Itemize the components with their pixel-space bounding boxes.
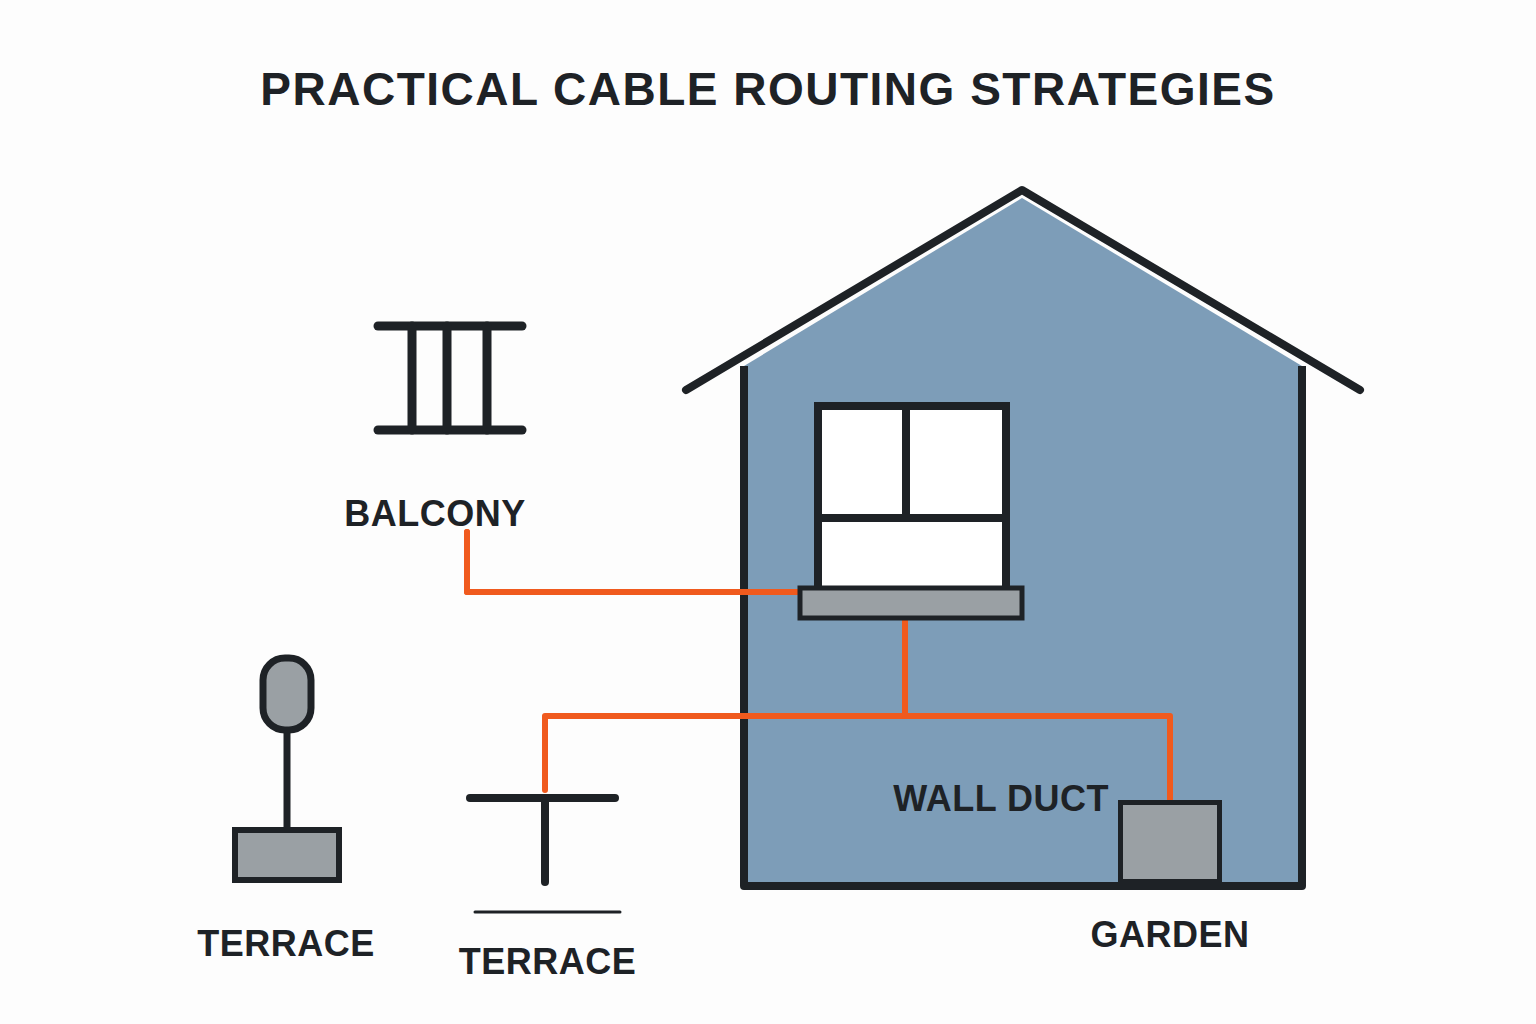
cable-route bbox=[467, 532, 905, 790]
cable-route bbox=[467, 532, 1170, 800]
location-icon: BALCONY bbox=[330, 310, 540, 532]
location-label: BALCONY bbox=[344, 496, 526, 532]
house-outline bbox=[744, 366, 1302, 886]
location-icon: TERRACE bbox=[192, 650, 380, 962]
location-label: TERRACE bbox=[197, 926, 375, 962]
location-label: TERRACE bbox=[459, 944, 637, 980]
lamp-icon bbox=[235, 658, 339, 880]
house-roof bbox=[686, 190, 1360, 390]
balcony-icon bbox=[378, 326, 522, 430]
window-bar bbox=[818, 514, 1006, 522]
window-bar bbox=[902, 406, 910, 518]
diagram-title: PRACTICAL CABLE ROUTING STRATEGIES bbox=[0, 62, 1536, 116]
location-label: WALL DUCT bbox=[893, 781, 1109, 817]
table-icon bbox=[470, 798, 620, 912]
area-label: GARDEN bbox=[1090, 917, 1249, 953]
window bbox=[818, 406, 1006, 590]
window-sill bbox=[800, 588, 1022, 618]
duct-box: WALL DUCTGARDEN bbox=[1118, 800, 1222, 884]
location-icon: TERRACE bbox=[454, 790, 642, 980]
